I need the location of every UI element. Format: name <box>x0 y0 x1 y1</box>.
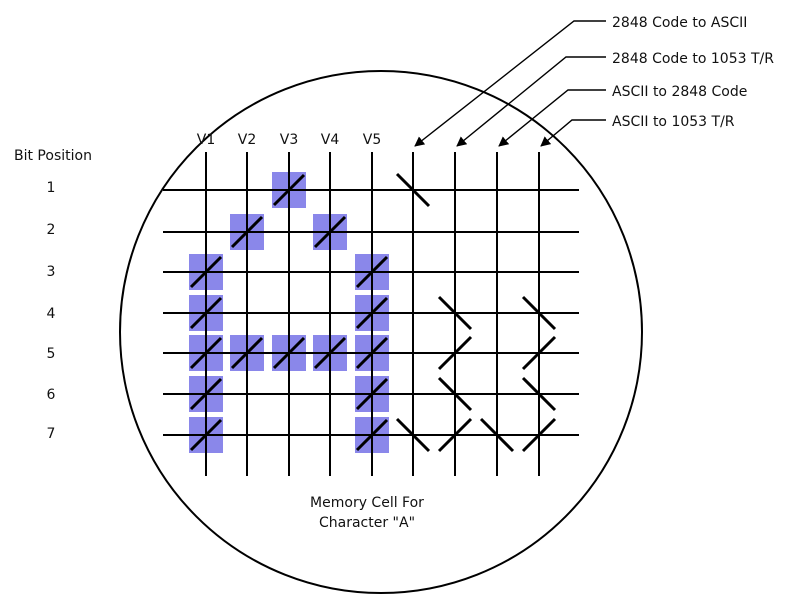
callout-arrows <box>414 20 606 147</box>
callout-arrow-1 <box>414 20 606 147</box>
column-label-v1: V1 <box>197 132 215 148</box>
core-v1-bit-7 <box>189 418 223 452</box>
memory-cell-boundary <box>119 70 643 594</box>
core-v5-bit-6 <box>355 377 389 411</box>
core-v2-bit-5 <box>230 336 264 370</box>
bit-position-label: Bit Position <box>14 148 92 164</box>
row-label-5: 5 <box>47 346 56 362</box>
row-label-3: 3 <box>47 264 56 280</box>
row-label-7: 7 <box>47 426 56 442</box>
callout-ascii-to-2848: ASCII to 2848 Code <box>612 84 747 100</box>
column-label-v4: V4 <box>321 132 340 148</box>
core-v4-bit-5 <box>313 336 347 370</box>
row-label-2: 2 <box>47 222 56 238</box>
translation-core-4-bit-4 <box>521 295 557 331</box>
core-v1-bit-3 <box>189 255 223 289</box>
translation-core-2-bit-7 <box>437 417 473 453</box>
core-v5-bit-5 <box>355 336 389 370</box>
core-v4-bit-2 <box>313 215 347 249</box>
core-v5-bit-4 <box>355 296 389 330</box>
core-v1-bit-4 <box>189 296 223 330</box>
callout-2848-to-1053: 2848 Code to 1053 T/R <box>612 51 774 67</box>
column-labels: V1 V2 V3 V4 V5 <box>197 132 381 148</box>
core-v1-bit-6 <box>189 377 223 411</box>
callout-2848-to-ascii: 2848 Code to ASCII <box>612 15 747 31</box>
callout-labels: 2848 Code to ASCII 2848 Code to 1053 T/R… <box>612 15 774 130</box>
translation-core-1-bit-7 <box>395 417 431 453</box>
core-v5-bit-7 <box>355 418 389 452</box>
translation-core-4-bit-6 <box>521 376 557 412</box>
row-label-4: 4 <box>47 306 56 322</box>
translation-core-2-bit-4 <box>437 295 473 331</box>
row-labels: 1 2 3 4 5 6 7 <box>47 180 56 442</box>
translation-core-4-bit-5 <box>521 335 557 371</box>
caption-line-2: Character "A" <box>319 515 415 531</box>
caption: Memory Cell For Character "A" <box>310 495 424 531</box>
column-label-v5: V5 <box>363 132 381 148</box>
translation-core-3-bit-7 <box>479 417 515 453</box>
callout-ascii-to-1053: ASCII to 1053 T/R <box>612 114 735 130</box>
core-marks <box>189 172 557 453</box>
translation-core-2-bit-5 <box>437 335 473 371</box>
row-label-6: 6 <box>47 387 56 403</box>
row-label-1: 1 <box>47 180 56 196</box>
core-v1-bit-5 <box>189 336 223 370</box>
core-v3-bit-1 <box>272 173 306 207</box>
callout-arrow-2 <box>456 56 606 147</box>
core-v3-bit-5 <box>272 336 306 370</box>
callout-arrow-3 <box>498 89 606 147</box>
translation-core-4-bit-7 <box>521 417 557 453</box>
core-v2-bit-2 <box>230 215 264 249</box>
core-v5-bit-3 <box>355 255 389 289</box>
column-label-v2: V2 <box>238 132 256 148</box>
caption-line-1: Memory Cell For <box>310 495 424 511</box>
translation-core-1-bit-1 <box>395 172 431 208</box>
column-label-v3: V3 <box>280 132 298 148</box>
translation-core-2-bit-6 <box>437 376 473 412</box>
callout-arrow-4 <box>540 119 606 147</box>
